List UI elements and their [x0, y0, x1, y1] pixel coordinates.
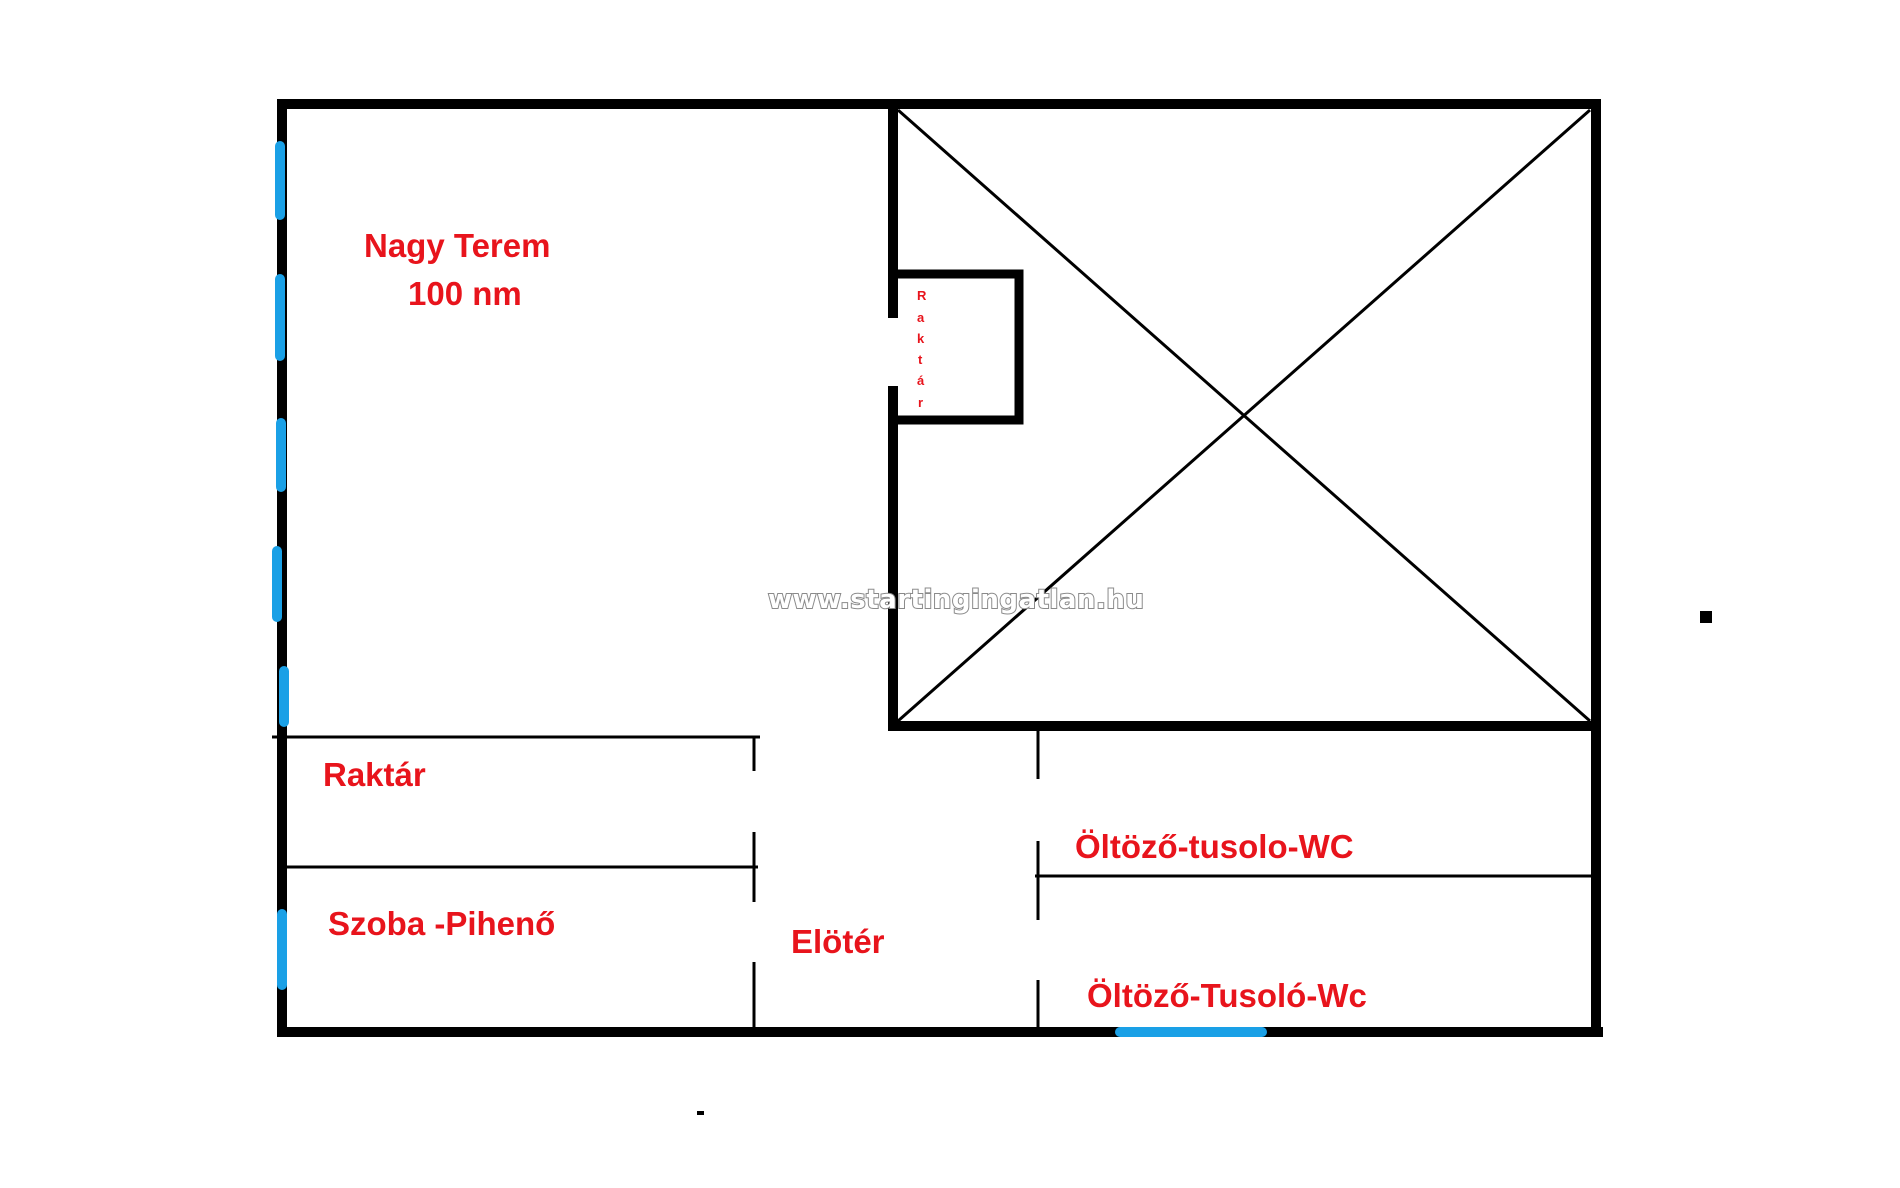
- stray-dot-bottom: [697, 1111, 704, 1115]
- raktar-small-letter: k: [917, 331, 925, 346]
- label-raktar: Raktár: [323, 756, 426, 793]
- raktar-small-letter: R: [917, 288, 927, 303]
- closet-walls: [893, 269, 1024, 425]
- small-storage-closet: [893, 269, 1024, 425]
- block-diagonal-2: [897, 108, 1591, 723]
- label-eloter: Elötér: [791, 923, 885, 960]
- label-nagy-terem-area: 100 nm: [408, 275, 522, 312]
- raktar-small-letter: á: [917, 373, 925, 388]
- closet-door-arc: [884, 318, 896, 386]
- label-oltozo-upper: Öltöző-tusolo-WC: [1075, 828, 1354, 865]
- label-oltozo-lower: Öltöző-Tusoló-Wc: [1087, 977, 1367, 1014]
- windows: [272, 141, 1267, 1037]
- watermark: www.startingingatlan.hu: [768, 585, 1144, 615]
- label-raktar-small: R a k t á r: [917, 288, 927, 410]
- raktar-small-letter: a: [917, 310, 925, 325]
- stray-dot-right: [1700, 611, 1712, 623]
- raktar-small-letter: t: [918, 352, 923, 367]
- outer-walls: [277, 99, 1603, 1037]
- interior-partitions: [272, 731, 1596, 1027]
- label-nagy-terem: Nagy Terem: [364, 227, 550, 264]
- label-szoba-piheno: Szoba -Pihenő: [328, 905, 555, 942]
- raktar-small-letter: r: [918, 395, 923, 410]
